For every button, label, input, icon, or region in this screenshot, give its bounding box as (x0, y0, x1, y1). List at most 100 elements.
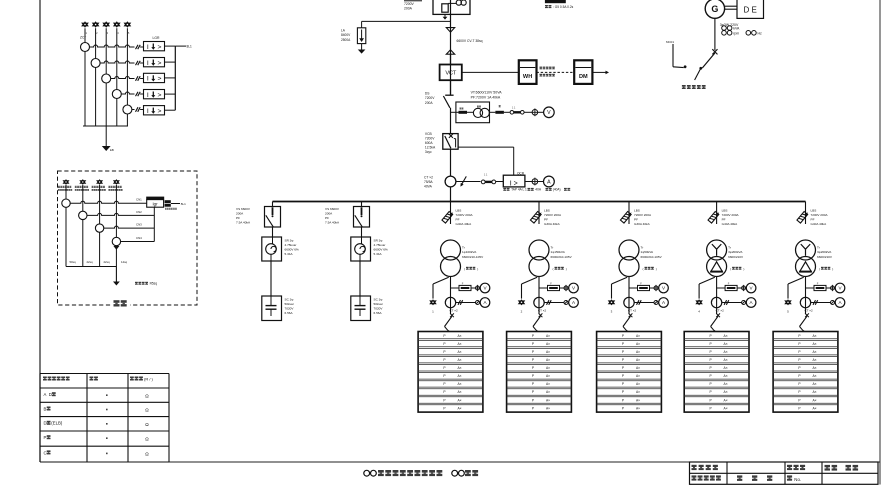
svg-text:P: P (709, 334, 712, 338)
svg-text:P: P (532, 374, 535, 378)
svg-text:rpm: rpm (733, 31, 739, 35)
svg-text:No.: No. (794, 477, 801, 482)
svg-text:VCT: VCT (445, 71, 456, 77)
svg-text:75/5A: 75/5A (424, 180, 433, 184)
svg-text:7020V: 7020V (285, 307, 295, 311)
svg-text:P: P (709, 342, 712, 346)
svg-text:A×: A× (724, 382, 728, 386)
svg-text:P: P (532, 398, 535, 402)
svg-text:P: P (798, 342, 801, 346)
svg-text:I >: I > (510, 181, 518, 188)
svg-text:22sq: 22sq (104, 260, 111, 264)
svg-text:(: ( (730, 267, 732, 271)
svg-text:7200V: 7200V (404, 2, 415, 6)
svg-text:G: G (711, 4, 718, 14)
svg-text:5.34A: 5.34A (285, 252, 294, 256)
svg-text:TAP 4A L 1: TAP 4A L 1 (511, 188, 527, 192)
svg-text:G40A 40kA: G40A 40kA (722, 222, 739, 226)
svg-text:P: P (443, 350, 446, 354)
svg-text:P: P (443, 374, 446, 378)
svg-text:>: > (158, 60, 162, 67)
svg-text:A×: A× (636, 398, 640, 402)
svg-text:LBS: LBS (811, 208, 817, 212)
svg-text:P: P (622, 406, 625, 410)
svg-text:3cyc: 3cyc (425, 150, 432, 154)
svg-text:V: V (547, 110, 551, 116)
svg-text:P: P (532, 342, 535, 346)
svg-text:P: P (798, 406, 801, 410)
svg-text:PF: PF (811, 218, 815, 222)
svg-text:CN1: CN1 (136, 198, 142, 202)
svg-text:(: ( (643, 267, 645, 271)
svg-text:3: 3 (611, 310, 613, 314)
svg-text:Ω: Ω (145, 408, 149, 413)
svg-text:50sq: 50sq (70, 260, 77, 264)
svg-text:PF: PF (456, 218, 460, 222)
svg-text:(R / ): (R / ) (144, 377, 154, 382)
svg-text:ZCT: ZCT (80, 36, 86, 40)
svg-text:G30A 40kA: G30A 40kA (634, 222, 651, 226)
svg-text:A×: A× (812, 342, 816, 346)
svg-text:Tr: Tr (817, 246, 820, 250)
svg-text:): ) (743, 267, 744, 271)
svg-text:200A: 200A (404, 7, 413, 11)
svg-text:7200V 200A: 7200V 200A (634, 213, 652, 217)
svg-text:SC 3φ: SC 3φ (374, 298, 383, 302)
svg-text:A×: A× (546, 382, 550, 386)
svg-text:V: V (838, 286, 842, 291)
svg-text:PF: PF (236, 216, 240, 220)
svg-text:40A: 40A (535, 188, 542, 192)
svg-text:P: P (622, 366, 625, 370)
svg-text:6600/210V: 6600/210V (728, 255, 744, 259)
svg-text:P: P (443, 334, 446, 338)
svg-text:A: A (547, 179, 551, 185)
svg-text:3φ200kVA: 3φ200kVA (728, 250, 743, 254)
svg-text:A×: A× (724, 334, 728, 338)
svg-text:(: ( (819, 267, 821, 271)
svg-text:A: A (662, 300, 666, 305)
svg-text:PF: PF (722, 218, 726, 222)
svg-text:1: 1 (85, 31, 87, 35)
svg-text:A×: A× (546, 374, 550, 378)
svg-text:4.75kvar: 4.75kvar (374, 243, 386, 247)
svg-text:A×: A× (812, 382, 816, 386)
svg-text:A×: A× (724, 374, 728, 378)
svg-text:200A: 200A (425, 101, 434, 105)
svg-text:1φ100kVA: 1φ100kVA (462, 250, 477, 254)
svg-text:P: P (622, 390, 625, 394)
svg-text:A×: A× (636, 358, 640, 362)
svg-text:A×: A× (546, 398, 550, 402)
svg-text:A×: A× (636, 350, 640, 354)
svg-text:6600V CV-T 38sq: 6600V CV-T 38sq (457, 39, 483, 43)
svg-text:V: V (572, 286, 576, 291)
svg-text:A: A (483, 300, 487, 305)
svg-text:P: P (532, 350, 535, 354)
svg-text:LA: LA (341, 28, 346, 32)
svg-text:A×: A× (812, 398, 816, 402)
svg-text:P: P (532, 366, 535, 370)
svg-text:2: 2 (521, 310, 523, 314)
svg-text:A×: A× (724, 342, 728, 346)
svg-text:3: 3 (107, 31, 109, 35)
svg-text:A×: A× (457, 406, 461, 410)
svg-text:P: P (443, 382, 446, 386)
svg-text:A: A (838, 300, 842, 305)
svg-text:Tr: Tr (551, 246, 554, 250)
svg-text:A×: A× (546, 390, 550, 394)
svg-text:P: P (443, 358, 446, 362)
svg-text:A×: A× (636, 382, 640, 386)
svg-text:A×: A× (636, 366, 640, 370)
svg-text:LBS: LBS (544, 208, 550, 212)
svg-text:(: ( (553, 267, 555, 271)
svg-text:P: P (798, 374, 801, 378)
svg-text:P: P (622, 398, 625, 402)
svg-text:CN3: CN3 (136, 223, 142, 227)
svg-text:(: ( (464, 267, 466, 271)
svg-text:G40A 40kA: G40A 40kA (456, 222, 473, 226)
svg-text:7200V 200A: 7200V 200A (722, 213, 740, 217)
svg-text:PF: PF (325, 216, 329, 220)
svg-text:Tr: Tr (641, 246, 644, 250)
svg-text:DM: DM (579, 74, 588, 80)
svg-text:P: P (798, 358, 801, 362)
svg-text:A×: A× (636, 406, 640, 410)
